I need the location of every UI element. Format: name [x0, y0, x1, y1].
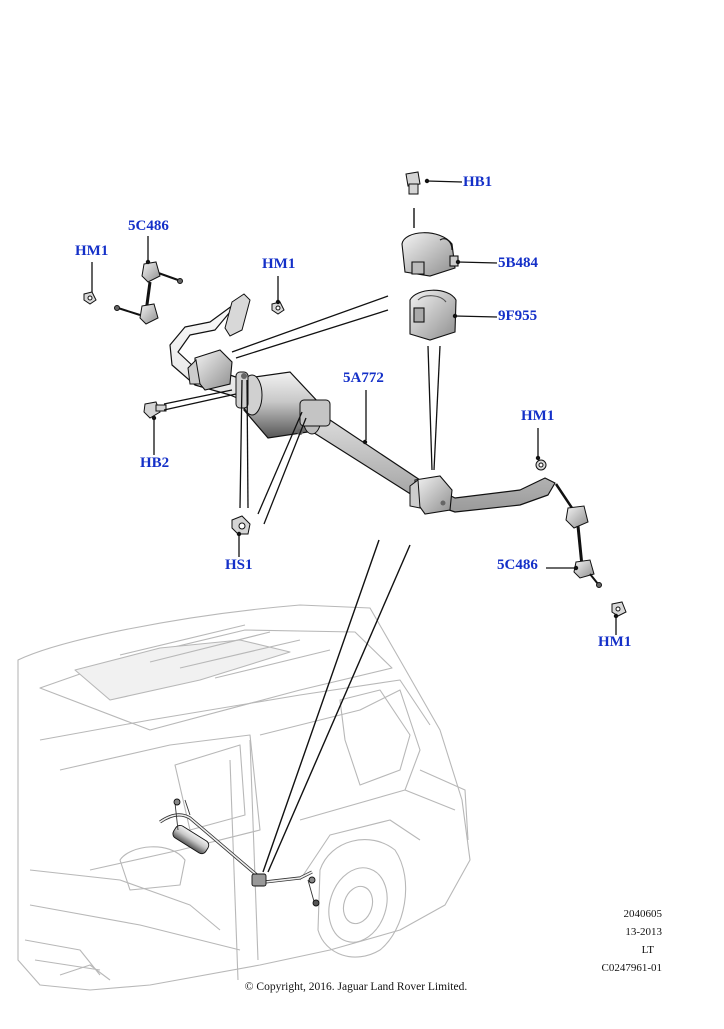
drawing-number: 2040605	[623, 908, 663, 920]
bolt-hb2	[143, 401, 167, 419]
leader-lines	[91, 180, 617, 635]
drawing-side: LT	[641, 944, 654, 956]
label-5c486-left: 5C486	[128, 218, 169, 234]
clamp-5b484	[401, 232, 459, 277]
label-hm1-left: HM1	[75, 243, 109, 259]
label-hm1-mid: HM1	[262, 256, 296, 272]
label-hb1: HB1	[463, 174, 493, 190]
label-hm1-right-bottom: HM1	[598, 634, 632, 650]
bush-9f955	[409, 289, 457, 341]
leader-dots	[145, 178, 619, 619]
anti-roll-bar	[169, 293, 556, 515]
bar-bush-right	[409, 475, 453, 515]
mass-damper	[235, 371, 331, 439]
label-5b484: 5B484	[498, 255, 539, 271]
label-hm1-right-top: HM1	[521, 408, 555, 424]
drop-link-right	[554, 483, 602, 588]
label-hb2: HB2	[140, 455, 170, 471]
label-9f955: 9F955	[498, 308, 538, 324]
nut-hm1-left	[83, 291, 97, 305]
label-5a772: 5A772	[343, 370, 384, 386]
copyright-notice: © Copyright, 2016. Jaguar Land Rover Lim…	[244, 981, 468, 993]
drawing-ref: C0247961-01	[601, 962, 663, 974]
nut-hm1-right-bottom	[611, 601, 627, 617]
label-5c486-right: 5C486	[497, 557, 538, 573]
drop-link-left	[114, 261, 183, 325]
nut-hm1-mid	[271, 301, 285, 315]
label-hs1: HS1	[225, 557, 253, 573]
stud-hs1	[231, 515, 251, 535]
zoom-lines	[262, 539, 411, 873]
vehicle-antiroll-bar-inset	[159, 798, 320, 907]
nut-hm1-right-top	[535, 459, 547, 471]
vehicle-outline	[17, 604, 471, 991]
bolt-hb1	[405, 171, 421, 228]
drawing-date: 13-2013	[625, 926, 662, 938]
bar-bush-left	[187, 349, 233, 391]
